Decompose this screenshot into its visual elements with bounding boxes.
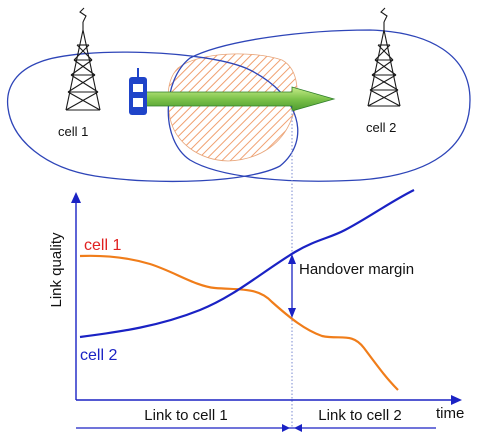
y-axis-label: Link quality bbox=[48, 232, 65, 308]
x-axis-arrowhead bbox=[451, 395, 462, 405]
margin-arrowhead-top bbox=[288, 254, 296, 264]
cell2-label: cell 2 bbox=[366, 120, 396, 135]
cell2-coverage bbox=[167, 29, 471, 182]
cell2-quality-curve bbox=[79, 189, 415, 339]
tower-icon bbox=[367, 7, 401, 107]
link-to-cell1-label: Link to cell 1 bbox=[144, 407, 227, 424]
coverage-area: cell 1 cell 2 bbox=[6, 7, 471, 183]
link-span-arrowhead bbox=[294, 424, 302, 432]
movement-arrow-icon bbox=[145, 86, 336, 112]
link-span-arrowhead bbox=[282, 424, 290, 432]
cell1-coverage bbox=[6, 51, 299, 183]
mobile-phone-icon bbox=[129, 68, 147, 115]
cell2-curve-label: cell 2 bbox=[80, 347, 117, 364]
link-quality-graph: Link quality time cell 1 cell 2 Handover… bbox=[48, 189, 464, 432]
margin-arrowhead-bottom bbox=[288, 308, 296, 318]
tower-icon bbox=[65, 7, 101, 111]
handover-margin-label: Handover margin bbox=[299, 261, 414, 278]
link-to-cell2-label: Link to cell 2 bbox=[318, 407, 401, 424]
x-axis-label: time bbox=[436, 405, 464, 422]
cell1-curve-label: cell 1 bbox=[84, 237, 121, 254]
cell1-quality-curve bbox=[79, 254, 399, 391]
overlap-region bbox=[167, 53, 298, 162]
cell1-label: cell 1 bbox=[58, 124, 88, 139]
y-axis-arrowhead bbox=[71, 192, 81, 203]
